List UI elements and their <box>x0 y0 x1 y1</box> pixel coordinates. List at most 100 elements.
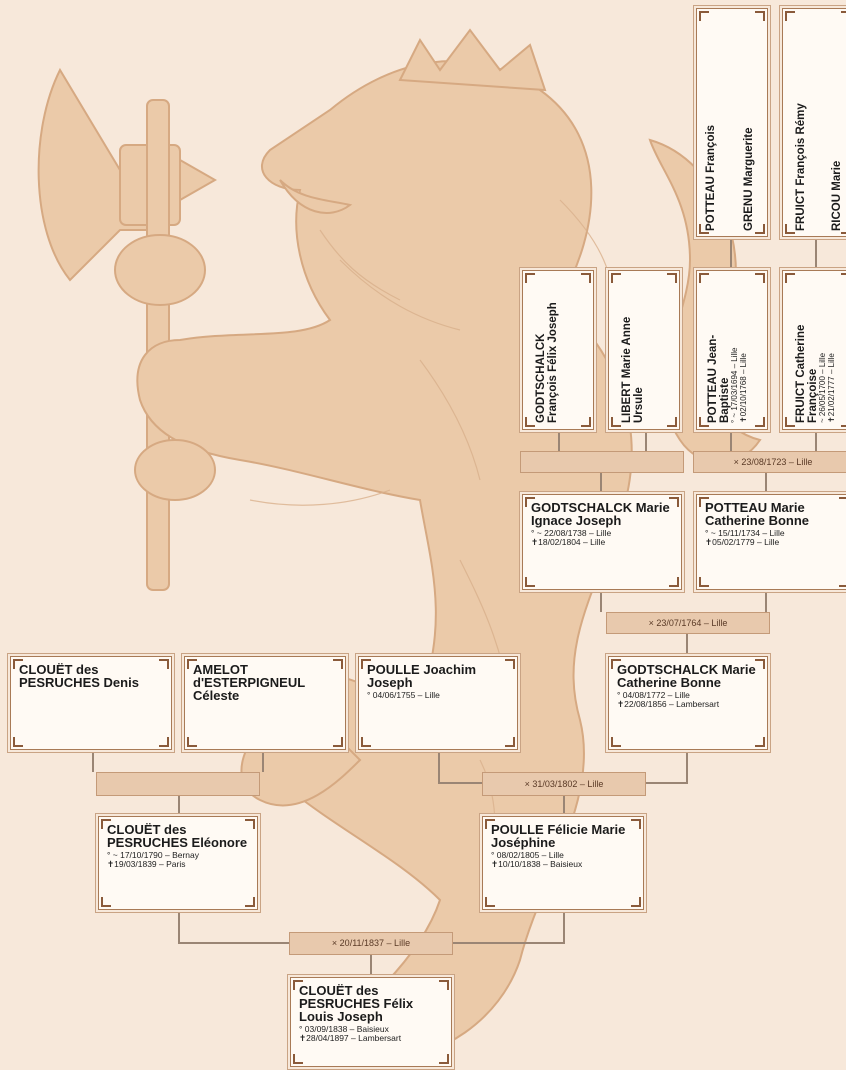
death-info: ✝19/03/1839 – Paris <box>107 859 186 869</box>
birth-info: ° 03/09/1838 – Baisieux <box>299 1024 389 1034</box>
person-card[interactable]: POULLE Joachim Joseph ° 04/06/1755 – Lil… <box>358 656 518 750</box>
person-card[interactable]: AMELOT d'ESTERPIGNEUL Céleste <box>184 656 346 750</box>
connector <box>452 942 565 944</box>
ornament <box>333 737 343 747</box>
connector <box>815 237 817 270</box>
death-info: ✝02/10/1768 – Lille <box>738 353 748 423</box>
ornament <box>669 577 679 587</box>
connector <box>558 430 560 452</box>
ornament <box>755 11 765 21</box>
connector <box>438 750 440 784</box>
death-info: ✝21/02/1777 – Lille <box>826 353 836 423</box>
connector <box>686 634 688 656</box>
person-name: CLOUËT des PESRUCHES Denis <box>19 662 139 690</box>
ornament <box>101 819 111 829</box>
person-name: GODTSCHALCK Marie Ignace Joseph <box>531 500 670 528</box>
ornament <box>785 224 795 234</box>
connector <box>730 430 732 452</box>
connector <box>370 955 372 977</box>
person-card[interactable]: CLOUËT des PESRUCHES Félix Louis Joseph … <box>290 977 452 1067</box>
ornament <box>485 819 495 829</box>
person-card[interactable]: POTTEAU Jean-Baptiste ° ~ 17/03/1694 – L… <box>696 270 768 430</box>
ornament <box>361 737 371 747</box>
person-card[interactable]: CLOUËT des PESRUCHES Eléonore ° ~ 17/10/… <box>98 816 258 910</box>
person-card[interactable]: FRUICT Catherine Françoise ~ 26/05/1700 … <box>782 270 846 430</box>
person-card[interactable]: POTTEAU Marie Catherine Bonne ° ~ 15/11/… <box>696 494 846 590</box>
ornament <box>841 224 846 234</box>
ornament <box>505 659 515 669</box>
ornament <box>525 577 535 587</box>
connector <box>600 590 602 612</box>
marriage-bar <box>520 451 684 473</box>
ornament <box>611 737 621 747</box>
birth-info: ° ~ 22/08/1738 – Lille <box>531 528 612 538</box>
person-card[interactable]: LIBERT Marie Anne Ursule <box>608 270 680 430</box>
birth-info: ° 08/02/1805 – Lille <box>491 850 564 860</box>
connector <box>645 782 688 784</box>
person-card[interactable]: CLOUËT des PESRUCHES Denis <box>10 656 172 750</box>
ornament <box>13 737 23 747</box>
ornament <box>667 417 677 427</box>
person-name: LIBERT Marie Anne Ursule <box>621 316 645 423</box>
ornament <box>611 417 621 427</box>
marriage-bar: × 31/03/1802 – Lille <box>482 772 646 796</box>
connector <box>815 430 817 452</box>
person-name: CLOUËT des PESRUCHES Eléonore <box>107 822 248 850</box>
ornament <box>839 497 846 507</box>
ornament <box>293 980 303 990</box>
connector <box>438 782 484 784</box>
ornament <box>159 737 169 747</box>
person-name: CLOUËT des PESRUCHES Félix Louis Joseph <box>299 983 414 1024</box>
ornament <box>525 497 535 507</box>
connector <box>178 942 290 944</box>
death-info: ✝28/04/1897 – Lambersart <box>299 1033 402 1043</box>
ornament <box>581 273 591 283</box>
ornament <box>755 737 765 747</box>
connector <box>730 237 732 270</box>
ornament <box>245 819 255 829</box>
ornament <box>755 417 765 427</box>
person-name: FRUICT Catherine Françoise <box>795 324 819 423</box>
person-card[interactable]: FRUICT François Rémy RICOU Marie <box>782 8 846 237</box>
ornament <box>841 417 846 427</box>
ornament <box>439 980 449 990</box>
death-info: ✝22/08/1856 – Lambersart <box>617 699 720 709</box>
ornament <box>361 659 371 669</box>
ornament <box>699 273 709 283</box>
connector <box>92 750 94 772</box>
ornament <box>631 897 641 907</box>
ornament <box>187 737 197 747</box>
person-card[interactable]: GODTSCHALCK François Félix Joseph <box>522 270 594 430</box>
connector <box>262 750 264 772</box>
ornament <box>13 659 23 669</box>
connector <box>765 590 767 612</box>
connector <box>765 473 767 493</box>
ornament <box>505 737 515 747</box>
person-card[interactable]: GODTSCHALCK Marie Catherine Bonne ° 04/0… <box>608 656 768 750</box>
ornament <box>699 224 709 234</box>
ornament <box>293 1054 303 1064</box>
ornament <box>581 417 591 427</box>
person-name: POTTEAU Marie Catherine Bonne <box>705 500 810 528</box>
ornament <box>699 577 709 587</box>
ornament <box>485 897 495 907</box>
ornament <box>159 659 169 669</box>
ornament <box>611 273 621 283</box>
ornament <box>611 659 621 669</box>
connector <box>178 796 180 816</box>
person-card[interactable]: POTTEAU François GRENU Marguerite <box>696 8 768 237</box>
ornament <box>785 273 795 283</box>
connector <box>563 796 565 816</box>
ornament <box>245 897 255 907</box>
marriage-bar <box>96 772 260 796</box>
birth-info: ° 04/06/1755 – Lille <box>367 690 440 700</box>
connector <box>600 473 602 493</box>
person-name: GODTSCHALCK Marie Catherine Bonne <box>617 662 756 690</box>
person-name: POTTEAU Jean-Baptiste <box>707 334 731 423</box>
ornament <box>187 659 197 669</box>
person-card[interactable]: GODTSCHALCK Marie Ignace Joseph ° ~ 22/0… <box>522 494 682 590</box>
person-card[interactable]: POULLE Félicie Marie Joséphine ° 08/02/1… <box>482 816 644 910</box>
ornament <box>439 1054 449 1064</box>
ornament <box>699 497 709 507</box>
marriage-bar: × 20/11/1837 – Lille <box>289 932 453 955</box>
